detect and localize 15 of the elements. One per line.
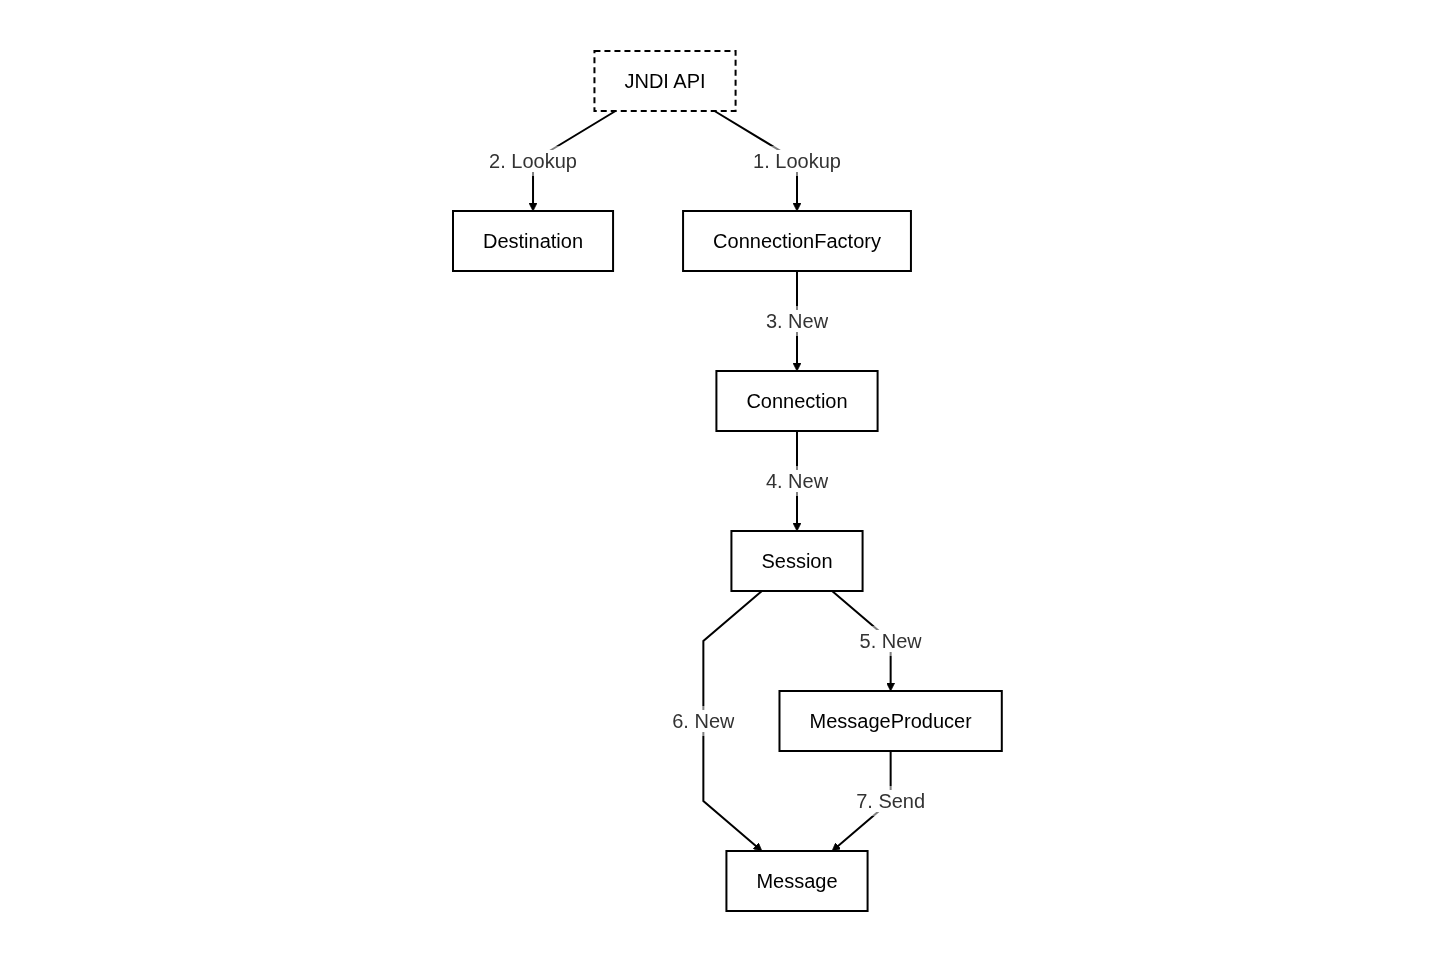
arrow: [701, 590, 763, 852]
node-box: JNDI API: [593, 50, 737, 112]
edge-label: 7. Send: [855, 790, 925, 812]
edge-label: 1. Lookup: [752, 150, 841, 172]
node-box: ConnectionFactory: [681, 210, 912, 272]
edge-label: 6. New: [671, 710, 735, 732]
node-box: Destination: [451, 210, 614, 272]
node-box: MessageProducer: [778, 690, 1003, 752]
node-box: Message: [725, 850, 869, 912]
node-box: Session: [730, 530, 864, 592]
edge-label: 5. New: [859, 630, 922, 652]
node-box: Connection: [715, 370, 879, 432]
edge-label: 3. New: [765, 310, 828, 332]
edge-label: 2. Lookup: [488, 150, 577, 172]
edge-label: 4. New: [765, 470, 828, 492]
